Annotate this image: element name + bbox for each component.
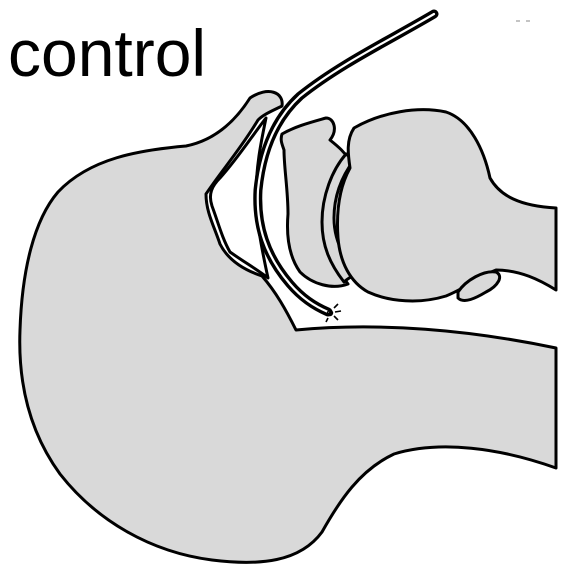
panel-label: control [8,20,206,86]
burst-icon [326,304,341,322]
segment-right [338,110,557,301]
